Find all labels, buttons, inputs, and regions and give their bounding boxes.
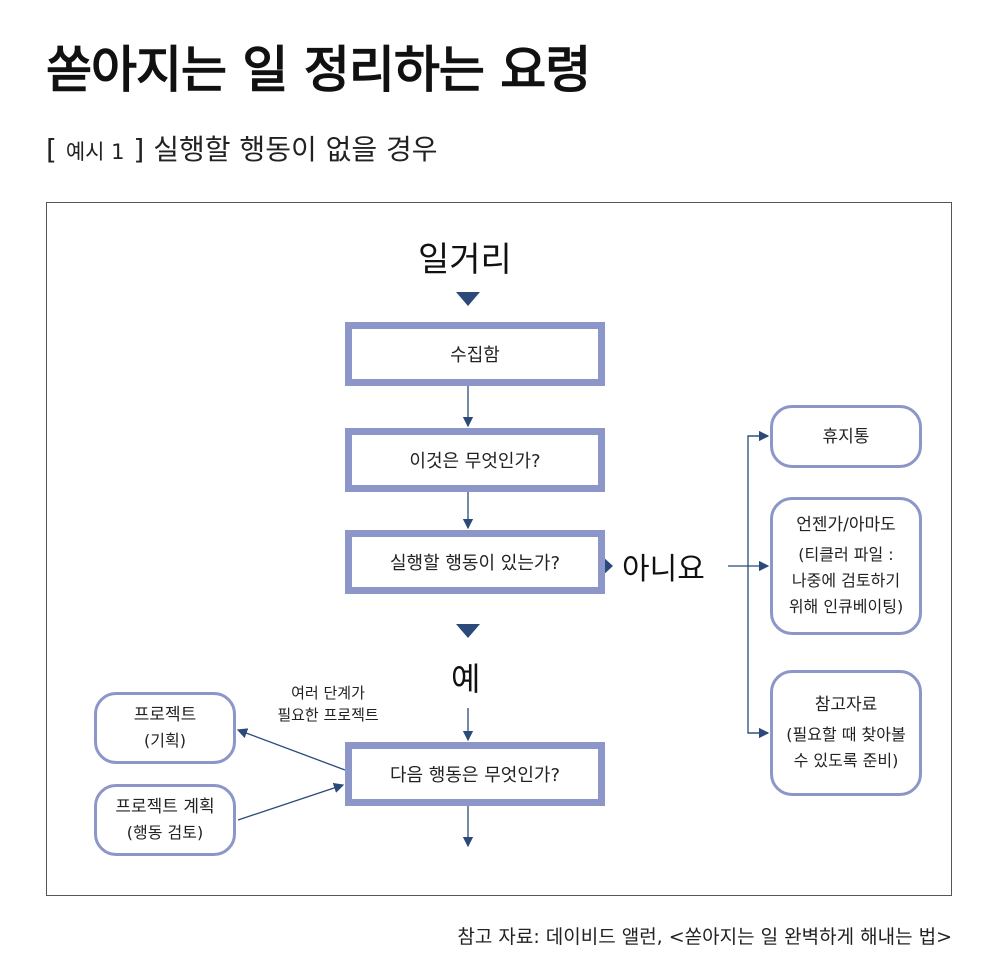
- someday-sub: 나중에 검토하기: [791, 571, 901, 590]
- multi-step-label: 여러 단계가 필요한 프로젝트: [258, 682, 398, 726]
- multi-step-line: 여러 단계가: [291, 684, 365, 702]
- triangle-down-icon: [456, 624, 480, 638]
- reference-sub: 수 있도록 준비): [793, 751, 899, 770]
- multi-step-line: 필요한 프로젝트: [277, 706, 379, 724]
- someday-title: 언젠가/아마도: [796, 515, 896, 535]
- bracket-close: ]: [124, 133, 154, 166]
- bracket-open: [: [46, 133, 66, 166]
- what-is-it-box: 이것은 무엇인가?: [345, 428, 605, 492]
- someday-sub: (티클러 파일 :: [798, 545, 894, 564]
- example-label: 예시 1: [65, 140, 125, 164]
- start-label: 일거리: [418, 240, 512, 280]
- yes-label: 예: [451, 660, 481, 698]
- triangle-down-icon: [456, 292, 480, 306]
- diagram-frame: [46, 202, 952, 896]
- arrow-from-plans: [237, 782, 345, 821]
- inbox-box: 수집함: [345, 322, 605, 386]
- project-plans-box: 프로젝트 계획 (행동 검토): [94, 784, 236, 856]
- subtitle-text: 실행할 행동이 없을 경우: [153, 133, 438, 166]
- page-title: 쏟아지는 일 정리하는 요령: [46, 41, 591, 99]
- arrow-no-vertical: [747, 435, 768, 734]
- reference-sub: (필요할 때 찾아볼: [786, 725, 906, 744]
- trash-title: 휴지통: [822, 426, 870, 447]
- project-plans-title: 프로젝트 계획: [115, 797, 215, 817]
- trash-box: 휴지통: [770, 405, 922, 468]
- projects-sub: (기획): [144, 731, 186, 750]
- source-caption: 참고 자료: 데이비드 앨런, <쏟아지는 일 완벽하게 해내는 법>: [457, 926, 952, 948]
- next-action-box: 다음 행동은 무엇인가?: [345, 742, 605, 806]
- someday-box: 언젠가/아마도 (티클러 파일 : 나중에 검토하기 위해 인큐베이팅): [770, 497, 922, 635]
- projects-title: 프로젝트: [133, 705, 197, 725]
- actionable-box: 실행할 행동이 있는가?: [345, 530, 605, 594]
- no-label: 아니요: [622, 552, 705, 587]
- projects-box: 프로젝트 (기획): [94, 692, 236, 764]
- project-plans-sub: (행동 검토): [126, 823, 204, 842]
- reference-box: 참고자료 (필요할 때 찾아볼 수 있도록 준비): [770, 670, 922, 796]
- reference-title: 참고자료: [814, 695, 878, 715]
- subtitle: [ 예시 1 ] 실행할 행동이 없을 경우: [46, 128, 438, 168]
- arrow-to-projects: [236, 728, 346, 771]
- someday-sub: 위해 인큐베이팅): [788, 597, 904, 616]
